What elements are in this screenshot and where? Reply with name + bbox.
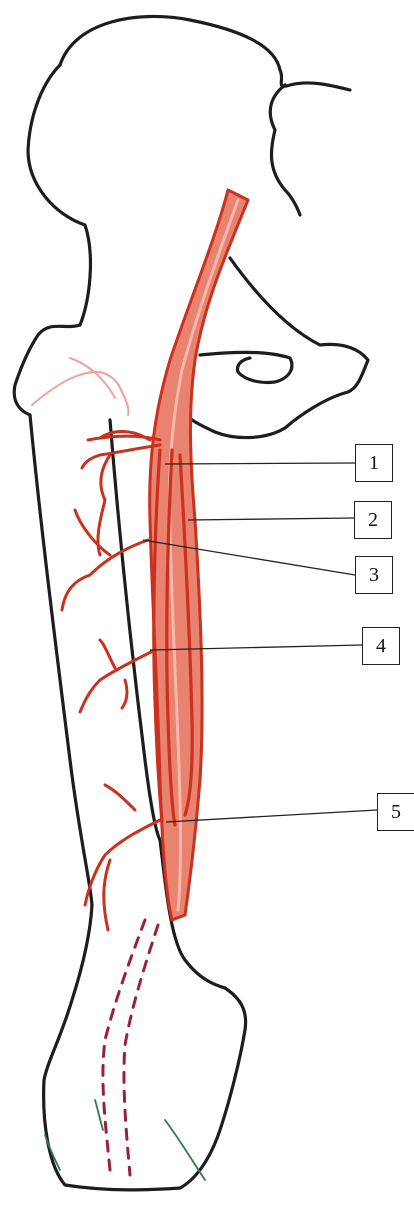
- troch-vessel-3: [120, 388, 128, 415]
- perforating-branch-4b: [100, 640, 115, 668]
- troch-vessel-2: [70, 358, 115, 398]
- femoral-head: [60, 16, 350, 215]
- green-mark-mid: [95, 1100, 103, 1130]
- label-5: 5: [377, 793, 414, 831]
- perforating-branch-5b: [105, 785, 135, 810]
- distal-left: [44, 905, 180, 1190]
- neck-left-contour: [28, 65, 90, 325]
- green-mark-right: [165, 1120, 205, 1180]
- circumflex-branch-4: [98, 455, 110, 555]
- label-2: 2: [354, 501, 392, 539]
- trochanteric-vessels: [32, 358, 128, 415]
- leader-line-1: [165, 463, 355, 464]
- shaft-left-outer: [30, 415, 92, 905]
- label-3: 3: [355, 556, 393, 594]
- label-4: 4: [362, 627, 400, 665]
- perforating-branch-4c: [122, 680, 127, 708]
- circumflex-branch-2: [82, 445, 160, 468]
- lesser-notch: [200, 352, 292, 382]
- perforating-branch-5: [85, 820, 160, 905]
- perforating-branches: [62, 432, 160, 931]
- label-1: 1: [355, 444, 393, 482]
- dashed-vessel: [103, 920, 158, 1175]
- greater-trochanter: [14, 325, 80, 415]
- perforating-branch-5c: [104, 860, 110, 930]
- perforating-branch-4: [80, 650, 155, 712]
- perforating-branch-3b: [75, 510, 110, 555]
- leader-line-2: [188, 518, 354, 520]
